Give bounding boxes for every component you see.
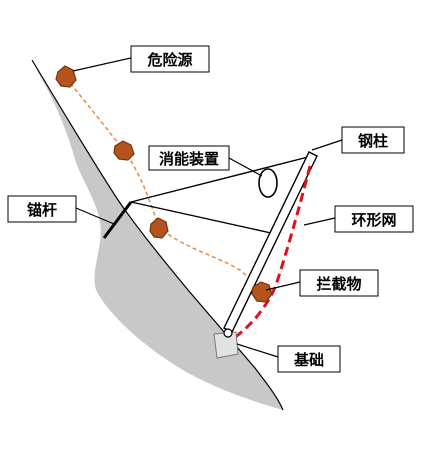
- svg-text:拦截物: 拦截物: [316, 275, 361, 293]
- anchor-rod-leader: [75, 207, 115, 225]
- svg-text:环形网: 环形网: [351, 211, 396, 229]
- steel-post-label: 钢柱: [341, 126, 405, 154]
- foundation-label: 基础: [277, 345, 341, 373]
- energy-absorber-leader: [228, 157, 263, 177]
- svg-text:基础: 基础: [293, 351, 324, 369]
- rock-falling-1: [113, 140, 135, 161]
- ring-net-leader: [303, 217, 336, 226]
- slope-body: [32, 60, 283, 410]
- steel-post-leader: [311, 139, 343, 151]
- slope-surface-line: [31, 59, 284, 411]
- rockfall-path: [65, 77, 263, 293]
- energy-absorber-ring: [258, 168, 278, 198]
- ring-net-label: 环形网: [334, 205, 414, 233]
- hazard-source-label: 危险源: [130, 45, 210, 73]
- svg-text:锚杆: 锚杆: [27, 201, 57, 219]
- rock-falling-2: [149, 217, 169, 239]
- anchor-rod-label: 锚杆: [7, 195, 77, 223]
- rock-hazard-source: [55, 65, 77, 88]
- anchor-rod: [102, 201, 133, 239]
- steel-post: [223, 151, 318, 333]
- post-base-pin: [223, 328, 233, 338]
- ring-net: [233, 165, 312, 340]
- upper-support-cable: [130, 155, 313, 203]
- intercepted-object-leader: [265, 281, 301, 291]
- energy-absorber-label: 消能装置: [148, 145, 230, 171]
- foundation-leader: [236, 343, 279, 358]
- intercepted-object-label: 拦截物: [299, 269, 379, 297]
- lower-support-cable: [130, 201, 272, 234]
- rock-intercepted: [251, 281, 273, 303]
- svg-text:消能装置: 消能装置: [159, 150, 219, 168]
- svg-text:危险源: 危险源: [147, 51, 192, 69]
- svg-text:钢柱: 钢柱: [358, 132, 388, 150]
- hazard-source-leader: [72, 57, 132, 72]
